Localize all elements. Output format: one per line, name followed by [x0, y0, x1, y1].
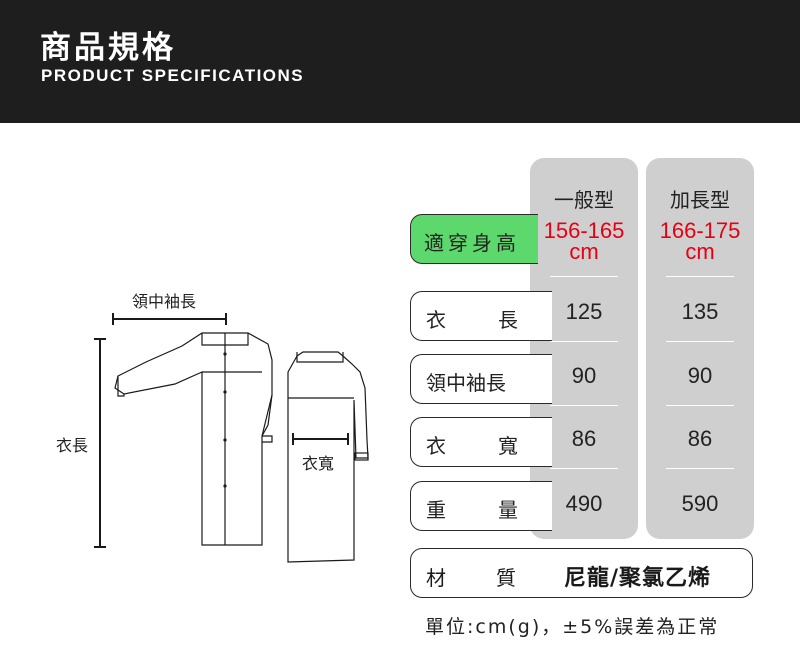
row-label-sleeve: 領中袖長: [410, 354, 552, 404]
column-title: 一般型: [554, 188, 614, 212]
garment-diagram: [94, 313, 369, 563]
sleeve-value: 90: [687, 363, 713, 388]
row-label-weight: 重 量: [410, 481, 552, 531]
material-row: 材 質 尼龍/聚氯乙烯: [410, 548, 753, 598]
length-value: 125: [565, 299, 603, 324]
row-label-length: 衣 長: [410, 291, 552, 341]
divider: [550, 276, 618, 277]
divider: [550, 341, 618, 342]
material-label-b: 質: [496, 566, 516, 590]
coat-length-label: 衣長: [56, 436, 89, 455]
unit-note: 單位:cm(g)，±5%誤差為正常: [425, 616, 720, 638]
divider: [666, 405, 734, 406]
weight-value: 490: [565, 491, 603, 516]
divider: [666, 276, 734, 277]
weight-value: 590: [681, 491, 719, 516]
material-label-a: 材: [426, 566, 446, 590]
page-subtitle: PRODUCT SPECIFICATIONS: [41, 66, 305, 85]
row-label-height: 適穿身高: [410, 214, 538, 264]
row-label-width: 衣 寬: [410, 417, 552, 467]
divider: [550, 405, 618, 406]
divider: [666, 341, 734, 342]
width-value: 86: [687, 426, 713, 451]
column-title: 加長型: [670, 188, 730, 212]
divider: [550, 468, 618, 469]
width-value: 86: [571, 426, 597, 451]
page-title: 商品規格: [40, 30, 176, 66]
sleeve-length-label: 領中袖長: [132, 292, 197, 311]
material-value: 尼龍/聚氯乙烯: [564, 566, 712, 591]
sleeve-value: 90: [571, 363, 597, 388]
coat-width-label: 衣寬: [302, 454, 335, 473]
divider: [666, 468, 734, 469]
length-value: 135: [681, 299, 719, 324]
header-banner: 商品規格 PRODUCT SPECIFICATIONS: [0, 0, 800, 123]
